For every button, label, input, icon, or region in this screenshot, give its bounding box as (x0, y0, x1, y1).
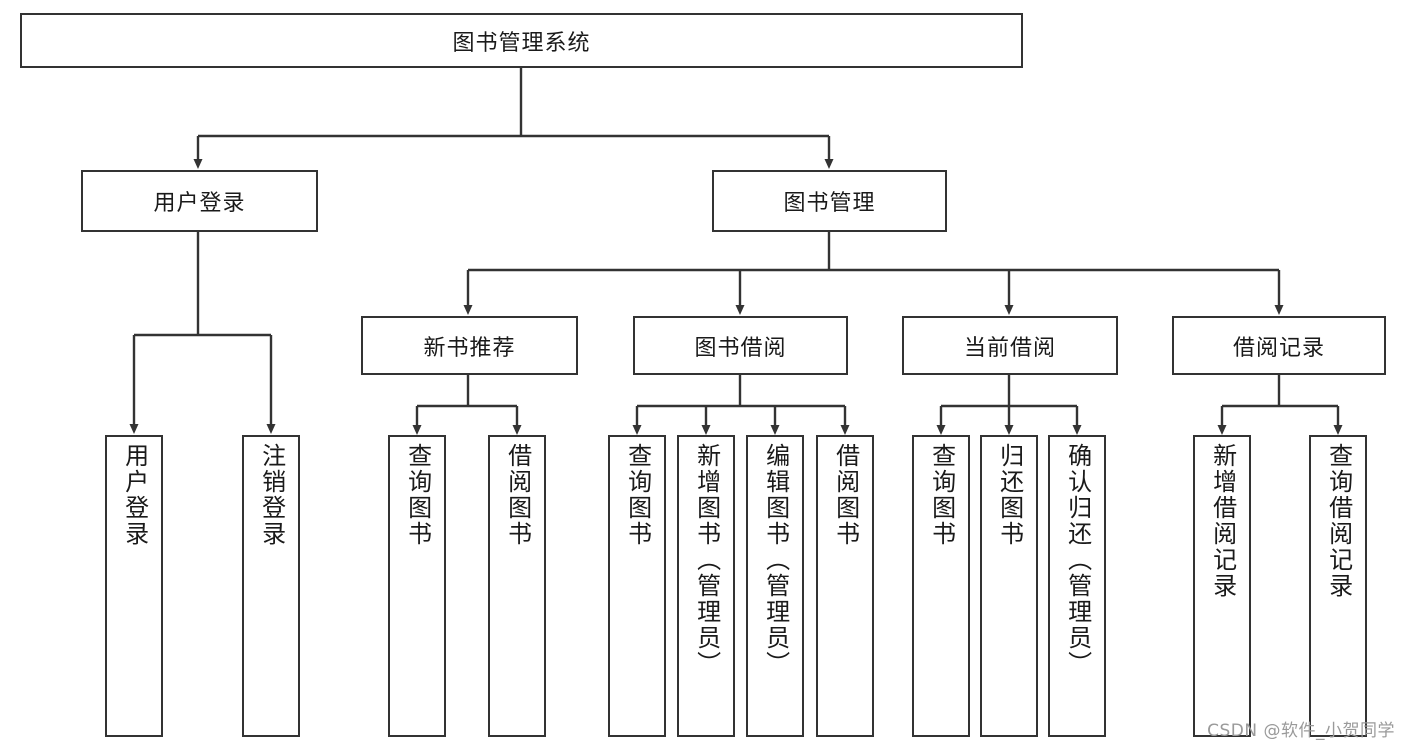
leaf-borrow-record-2[interactable]: 查询借阅记录 (1309, 435, 1367, 737)
leaf-book-borrow-4[interactable]: 借阅图书 (816, 435, 874, 737)
leaf-book-borrow-3[interactable]: 编辑图书（管理员） (746, 435, 804, 737)
leaf-label: 新增借阅记录 (1208, 443, 1237, 599)
leaf-label: 借阅图书 (831, 443, 860, 547)
leaf-label: 注销登录 (257, 443, 286, 547)
node-root[interactable]: 图书管理系统 (20, 13, 1023, 68)
node-borrow-record[interactable]: 借阅记录 (1172, 316, 1386, 375)
node-new-book-recommend[interactable]: 新书推荐 (361, 316, 578, 375)
leaf-new-book-recommend-1[interactable]: 查询图书 (388, 435, 446, 737)
leaf-label: 新增图书（管理员） (692, 443, 721, 677)
leaf-current-borrow-1[interactable]: 查询图书 (912, 435, 970, 737)
node-book-borrow-label: 图书借阅 (694, 335, 787, 361)
node-new-book-recommend-label: 新书推荐 (423, 335, 516, 361)
watermark-text: CSDN @软件_小贺同学 (1207, 721, 1395, 741)
node-root-label: 图书管理系统 (452, 30, 591, 56)
leaf-label: 借阅图书 (503, 443, 532, 547)
node-current-borrow-label: 当前借阅 (963, 335, 1056, 361)
node-current-borrow[interactable]: 当前借阅 (902, 316, 1118, 375)
node-borrow-record-label: 借阅记录 (1232, 335, 1325, 361)
node-book-manage-label: 图书管理 (783, 191, 876, 216)
node-user-login[interactable]: 用户登录 (81, 170, 318, 232)
leaf-label: 查询借阅记录 (1324, 443, 1353, 599)
leaf-borrow-record-1[interactable]: 新增借阅记录 (1193, 435, 1251, 737)
leaf-label: 查询图书 (403, 443, 432, 547)
leaf-book-borrow-1[interactable]: 查询图书 (608, 435, 666, 737)
leaf-book-borrow-2[interactable]: 新增图书（管理员） (677, 435, 735, 737)
leaf-new-book-recommend-2[interactable]: 借阅图书 (488, 435, 546, 737)
leaf-label: 确认归还（管理员） (1063, 443, 1092, 677)
node-book-borrow[interactable]: 图书借阅 (633, 316, 848, 375)
node-user-login-label: 用户登录 (153, 191, 246, 216)
leaf-label: 归还图书 (995, 443, 1024, 547)
leaf-user-login-2[interactable]: 注销登录 (242, 435, 300, 737)
leaf-current-borrow-2[interactable]: 归还图书 (980, 435, 1038, 737)
leaf-current-borrow-3[interactable]: 确认归还（管理员） (1048, 435, 1106, 737)
leaf-label: 查询图书 (623, 443, 652, 547)
leaf-user-login-1[interactable]: 用户登录 (105, 435, 163, 737)
leaf-label: 编辑图书（管理员） (761, 443, 790, 677)
leaf-label: 查询图书 (927, 443, 956, 547)
leaf-label: 用户登录 (120, 443, 149, 547)
node-book-manage[interactable]: 图书管理 (712, 170, 947, 232)
